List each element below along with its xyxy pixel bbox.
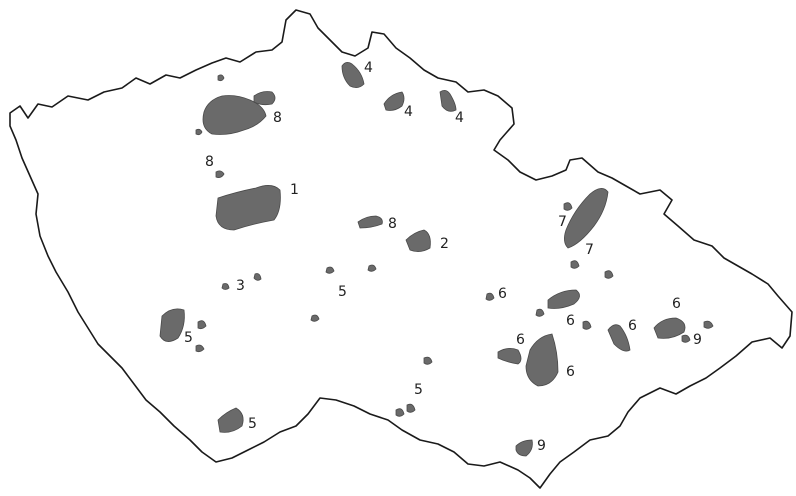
label-3: 3 xyxy=(236,278,245,294)
region-9-dot2 xyxy=(703,320,714,329)
region-8b xyxy=(253,91,276,106)
region-6a xyxy=(547,289,580,309)
label-4b: 4 xyxy=(404,104,413,120)
region-3-dot1 xyxy=(221,283,230,290)
region-5a xyxy=(159,308,185,342)
region-9-dot1 xyxy=(681,334,691,343)
region-5b xyxy=(217,407,244,433)
region-2 xyxy=(405,229,431,252)
region-8c xyxy=(357,215,383,229)
label-6a: 6 xyxy=(498,286,507,302)
region-7-dot1 xyxy=(563,202,573,211)
label-6f: 6 xyxy=(672,296,681,312)
region-6d xyxy=(607,324,631,352)
country-border xyxy=(9,9,793,489)
region-8-dot3 xyxy=(215,170,225,178)
region-9a xyxy=(515,439,533,457)
label-7b: 7 xyxy=(585,242,594,258)
label-5b: 5 xyxy=(184,330,193,346)
protected-areas xyxy=(159,62,714,457)
label-8b: 8 xyxy=(205,154,214,170)
region-5-dot3 xyxy=(310,314,320,322)
label-6c: 6 xyxy=(516,332,525,348)
region-8a xyxy=(202,95,267,135)
label-8c: 8 xyxy=(388,216,397,232)
region-5-dot4 xyxy=(197,320,207,330)
region-6b xyxy=(497,348,522,365)
region-8-dot1 xyxy=(217,74,225,82)
region-7-dot2 xyxy=(570,260,580,269)
label-4a: 4 xyxy=(364,60,373,76)
region-7-dot3 xyxy=(604,270,614,279)
region-7a xyxy=(564,188,609,249)
region-3-dot2 xyxy=(253,273,262,281)
label-4c: 4 xyxy=(455,110,464,126)
region-6e xyxy=(653,317,686,339)
label-9a: 9 xyxy=(693,332,702,348)
label-6e: 6 xyxy=(628,318,637,334)
label-7a: 7 xyxy=(558,214,567,230)
region-6-dot3 xyxy=(582,320,592,330)
label-6d: 6 xyxy=(566,364,575,380)
region-5-dot7 xyxy=(395,408,405,417)
label-8a: 8 xyxy=(273,110,282,126)
region-8-dot2 xyxy=(195,128,203,136)
label-6b: 6 xyxy=(566,313,575,329)
region-5-dot8 xyxy=(406,403,416,413)
region-4a xyxy=(341,62,365,88)
region-5-dot2 xyxy=(367,264,377,272)
label-1: 1 xyxy=(290,182,299,198)
label-5a: 5 xyxy=(338,284,347,300)
map-labels: 4 4 4 8 8 1 8 2 3 5 5 6 6 6 6 6 6 9 7 7 … xyxy=(184,60,702,454)
label-5c: 5 xyxy=(248,416,257,432)
region-5-dot1 xyxy=(325,266,335,274)
region-4b xyxy=(383,91,405,111)
region-4c xyxy=(439,90,457,112)
region-1 xyxy=(215,185,281,231)
region-5-dot6 xyxy=(423,356,433,365)
region-5-dot5 xyxy=(195,344,205,353)
region-6-dot2 xyxy=(535,308,545,317)
region-6-dot1 xyxy=(485,292,495,301)
label-9b: 9 xyxy=(537,438,546,454)
label-2: 2 xyxy=(440,236,449,252)
label-5d: 5 xyxy=(414,382,423,398)
region-6c xyxy=(525,333,559,387)
